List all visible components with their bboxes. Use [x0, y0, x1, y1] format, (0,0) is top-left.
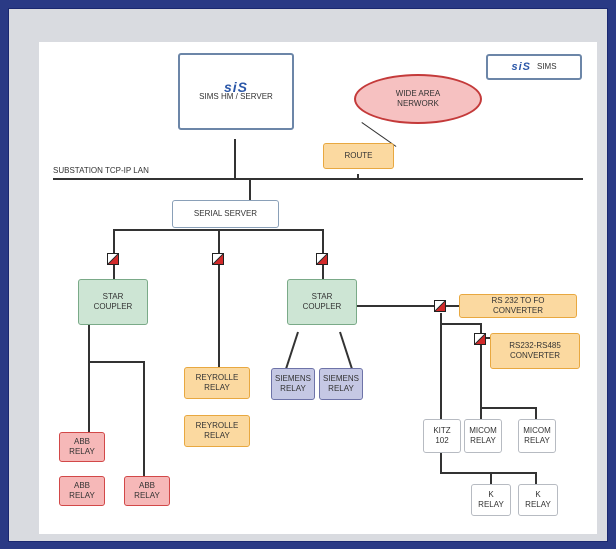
- micom-relay-1: MICOM RELAY: [464, 419, 502, 453]
- k-h: [440, 472, 536, 474]
- star-coupler-2: STAR COUPLER: [287, 279, 357, 325]
- abb-relay-3: ABB RELAY: [124, 476, 170, 506]
- coupler1-down: [88, 325, 90, 362]
- abb-h-line: [88, 361, 144, 363]
- star-coupler-2-label: STAR COUPLER: [302, 292, 342, 311]
- coupler2-right-diag: [339, 331, 354, 371]
- abb-left-down: [88, 361, 90, 432]
- rs232-fo-label: RS 232 TO FO CONVERTER: [491, 296, 545, 315]
- micom2-down: [535, 407, 537, 423]
- diagram-frame: siS SIMS HM / SERVER siS SIMS WIDE AREA …: [8, 8, 608, 542]
- kitz-label: KITZ 102: [433, 426, 451, 445]
- rs232-rs485-label: RS232-RS485 CONVERTER: [509, 341, 561, 360]
- kitz-102: KITZ 102: [423, 419, 461, 453]
- route-to-lan-line: [357, 174, 359, 180]
- conv-to-fo-h: [439, 305, 459, 307]
- sims-logo-small: siS: [511, 61, 531, 73]
- serial-server-label: SERIAL SERVER: [193, 209, 258, 218]
- route-box: ROUTE: [323, 143, 394, 169]
- lan-line: [53, 178, 583, 180]
- serial-branch-down-2: [218, 229, 220, 367]
- server-label: SIMS HM / SERVER: [199, 91, 273, 101]
- micom-h: [480, 407, 536, 409]
- k-relay-2: K RELAY: [518, 484, 558, 516]
- k2-down: [535, 472, 537, 484]
- serial-server-box: SERIAL SERVER: [172, 200, 279, 228]
- conv-down: [440, 313, 442, 419]
- converter-icon-2: [212, 253, 224, 265]
- siemens-relay-1-label: SIEMENS RELAY: [274, 374, 311, 393]
- route-label: ROUTE: [344, 151, 373, 160]
- sims-top-right-box: siS SIMS: [486, 54, 582, 80]
- rs232-fo-converter: RS 232 TO FO CONVERTER: [459, 294, 577, 318]
- coupler2-to-conv-h: [357, 305, 439, 307]
- abb-relay-2: ABB RELAY: [59, 476, 105, 506]
- lan-label: SUBSTATION TCP-IP LAN: [53, 166, 149, 175]
- reyrolle-relay-1: REYROLLE RELAY: [184, 367, 250, 399]
- sims-label: SIMS: [536, 62, 557, 71]
- micom-relay-1-label: MICOM RELAY: [469, 426, 497, 445]
- k-relay-1: K RELAY: [471, 484, 511, 516]
- star-coupler-1-label: STAR COUPLER: [93, 292, 133, 311]
- star-coupler-1: STAR COUPLER: [78, 279, 148, 325]
- converter-icon-5: [474, 333, 486, 345]
- wan-label: WIDE AREA NERWORK: [395, 89, 441, 108]
- converter-icon-1: [107, 253, 119, 265]
- diagram-canvas: siS SIMS HM / SERVER siS SIMS WIDE AREA …: [39, 42, 597, 534]
- abb-relay-3-label: ABB RELAY: [134, 481, 160, 500]
- conv2-h: [440, 323, 480, 325]
- kitz-down: [440, 453, 442, 473]
- sims-server-box: siS SIMS HM / SERVER: [178, 53, 294, 130]
- micom-relay-2: MICOM RELAY: [518, 419, 556, 453]
- k-relay-1-label: K RELAY: [478, 490, 504, 509]
- siemens-relay-2: SIEMENS RELAY: [319, 368, 363, 400]
- server-to-lan-line: [234, 139, 236, 179]
- abb-relay-1-label: ABB RELAY: [69, 437, 95, 456]
- abb-right-down: [143, 361, 145, 477]
- abb-relay-2-label: ABB RELAY: [69, 481, 95, 500]
- micom-relay-2-label: MICOM RELAY: [523, 426, 551, 445]
- abb-relay-1: ABB RELAY: [59, 432, 105, 462]
- k-relay-2-label: K RELAY: [525, 490, 551, 509]
- converter-icon-4: [434, 300, 446, 312]
- k1-down: [490, 472, 492, 484]
- rs232-rs485-converter: RS232-RS485 CONVERTER: [490, 333, 580, 369]
- converter-icon-3: [316, 253, 328, 265]
- conv2-down: [480, 323, 482, 423]
- lan-to-serial-line: [249, 179, 251, 200]
- reyrolle-relay-1-label: REYROLLE RELAY: [195, 373, 239, 392]
- reyrolle-relay-2: REYROLLE RELAY: [184, 415, 250, 447]
- sims-logo: siS: [223, 78, 248, 95]
- reyrolle-relay-2-label: REYROLLE RELAY: [195, 421, 239, 440]
- coupler2-left-diag: [284, 331, 299, 371]
- siemens-relay-1: SIEMENS RELAY: [271, 368, 315, 400]
- siemens-relay-2-label: SIEMENS RELAY: [322, 374, 359, 393]
- wide-area-network: WIDE AREA NERWORK: [354, 74, 482, 124]
